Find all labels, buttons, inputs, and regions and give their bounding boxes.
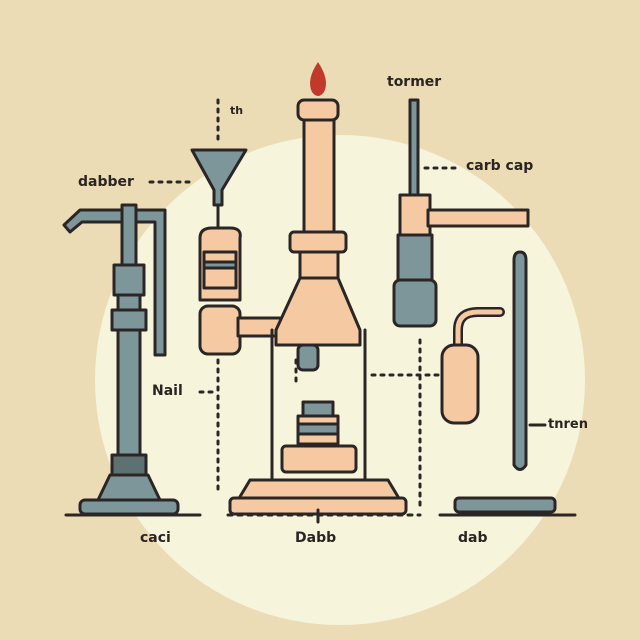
label-carb-cap: carb cap — [466, 158, 534, 174]
dab-tool — [453, 250, 557, 514]
dab-rig[interactable] — [228, 62, 408, 516]
label-caci: caci — [140, 530, 171, 546]
leader-lines — [148, 98, 547, 524]
torch-stand — [62, 203, 180, 516]
flame-icon — [310, 62, 326, 96]
torch — [392, 98, 530, 328]
label-tnren: tnren — [548, 417, 588, 432]
label-dabb: Dabb — [295, 530, 337, 546]
label-dabber: dabber — [78, 174, 134, 190]
label-nail: Nail — [152, 383, 183, 399]
carb-cap — [440, 307, 505, 425]
label-dab: dab — [458, 530, 488, 546]
label-tormer: tormer — [387, 74, 442, 90]
label-top-small: th — [230, 104, 244, 117]
